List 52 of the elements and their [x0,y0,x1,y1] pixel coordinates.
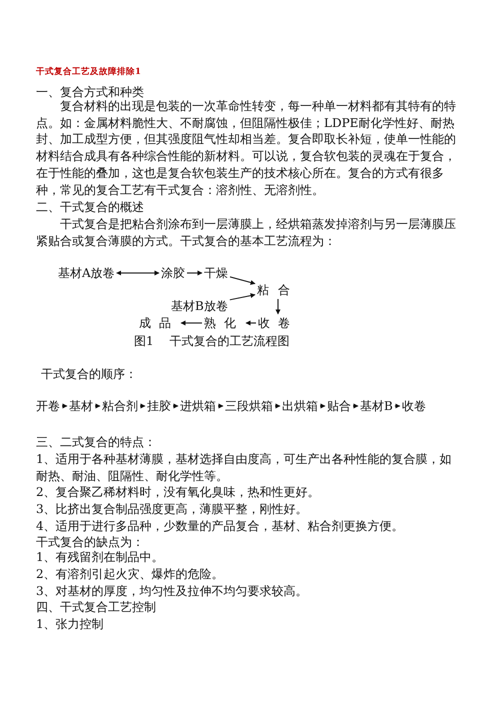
list-item: 1、适用于各种基材薄膜，基材选择自由度高，可生产出各种性能的复合膜，如耐热、耐油、阻隔性、耐化学性等。 [36,451,453,484]
process-step: 进烘箱 [180,399,216,413]
section-heading: 三、二式复合的特点： [36,434,157,451]
paragraph: 复合材料的出现是包装的一次革命性转变，每一种单一材料都有其特有的特点。如：金属材料脆性大、不耐腐蚀，但阻隔性极佳；LDPE耐化学性好、耐热封、加工成型方便，但其强度阻气性却相当差。复合即取长补短，使单一性能的材料结合成具有各种综合性能的新材料。可以说，复合软包装的灵魂在于复合，在于性能的叠加，这也是复合软包装生产的技术核心所在。复合的方式有很多种，常见的复合工艺有干式复合：溶剂性、无溶剂性。 [36,98,457,198]
arrow [186,270,202,276]
process-step: 成品 [139,316,179,330]
arrow [140,404,146,408]
process-step: 基材A放卷 [58,266,115,280]
arrow [62,404,68,408]
process-step: 开卷 [36,399,60,413]
process-step: 涂胶 [161,266,185,280]
arrow [218,404,224,408]
arrow [246,320,256,326]
arrow [229,293,256,300]
list-item: 4、适用于进行多品种，少数量的产品复合，基材、粘合剂更换方便。 [36,518,405,535]
arrow [394,404,400,408]
process-step: 基材B放卷 [171,299,228,313]
process-step: 出烘箱 [282,399,318,413]
process-step: 挂胶 [147,399,171,413]
process-step: 贴合 [327,399,351,413]
arrow [276,298,280,314]
process-step: 收卷 [258,316,298,330]
process-step: 粘合 [257,283,299,297]
document-title: 干式复合工艺及故障排除1 [36,66,141,79]
arrow [94,404,100,408]
process-step: 收卷 [402,399,426,413]
subheading: 干式复合的缺点为： [36,534,145,550]
process-step: 基材 [69,399,93,413]
process-step: 三段烘箱 [225,399,273,413]
section-heading: 四、干式复合工艺控制 [36,599,157,616]
subheading: 干式复合的顺序： [41,366,138,383]
arrow [116,270,160,276]
arrow [230,276,256,285]
arrow [352,404,358,408]
list-item: 3、比挤出复合制品强度更高，薄膜平整，刚性好。 [36,501,309,518]
process-step: 熟化 [204,316,244,330]
process-step: 粘合剂 [102,399,138,413]
figure-caption: 图1 干式复合的工艺流程图 [134,333,290,350]
list-item: 2、有溶剂引起火灾、爆炸的危险。 [36,566,225,583]
arrow [180,320,202,326]
process-step: 干燥 [204,266,228,280]
paragraph: 干式复合是把粘合剂涂布到一层薄膜上，经烘箱蒸发掉溶剂与另一层薄膜压紧贴合或复合薄膜的方式。干式复合的基本工艺流程为： [36,216,457,250]
list-item: 3、对基材的厚度，均匀性及拉伸不均匀要求较高。 [36,583,309,600]
section-heading: 二、干式复合的概述 [36,199,145,216]
process-step: 基材B [360,399,393,413]
arrow [172,404,178,408]
arrow [274,404,280,408]
section-heading: 一、复合方式和种类 [36,84,145,100]
list-item: 1、有残留剂在制品中。 [36,549,165,566]
list-item: 1、张力控制 [36,616,105,633]
list-item: 2、复合聚乙稀材料时，没有氧化臭味，热和性更好。 [36,484,321,501]
arrow [320,404,326,408]
